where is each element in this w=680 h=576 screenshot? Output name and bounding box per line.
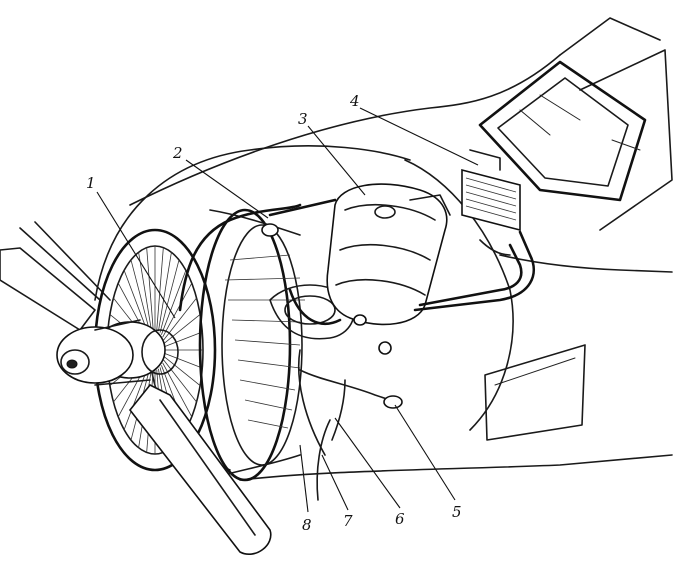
engine-internals (224, 254, 355, 429)
fuselage (129, 17, 673, 481)
callout-8: 8 (302, 516, 312, 534)
propeller (0, 221, 272, 555)
callout-labels: 1 2 3 4 5 6 7 8 (86, 92, 462, 534)
engine-fan-spoke (156, 247, 164, 331)
windshield (478, 60, 647, 202)
oil-cooler (461, 149, 521, 232)
engine-fan-spoke (138, 252, 152, 332)
oil-lines (178, 198, 536, 501)
callout-3: 3 (298, 110, 308, 128)
engine-fan-spoke (158, 252, 172, 332)
callout-4: 4 (349, 92, 360, 110)
engine-fan-spoke (146, 247, 154, 331)
engine-fan-spoke (130, 259, 151, 333)
callout-2: 2 (172, 144, 183, 162)
engine-fan-spoke (164, 314, 201, 344)
callout-6: 6 (395, 510, 405, 528)
engine-fan-spoke (164, 356, 201, 386)
callout-7: 7 (343, 512, 353, 530)
engine-fan-spoke (164, 331, 203, 347)
engine-fan-spoke (163, 359, 197, 403)
callout-1: 1 (86, 174, 96, 192)
callout-leaders (96, 107, 479, 513)
engine-fan-spoke (159, 259, 180, 333)
engine-fan-spoke (162, 282, 193, 338)
engine-fan-spoke (161, 270, 187, 335)
engine-fan-spoke (164, 353, 203, 369)
callout-5: 5 (452, 503, 462, 521)
oil-tank (326, 183, 451, 326)
side-window (484, 344, 586, 441)
